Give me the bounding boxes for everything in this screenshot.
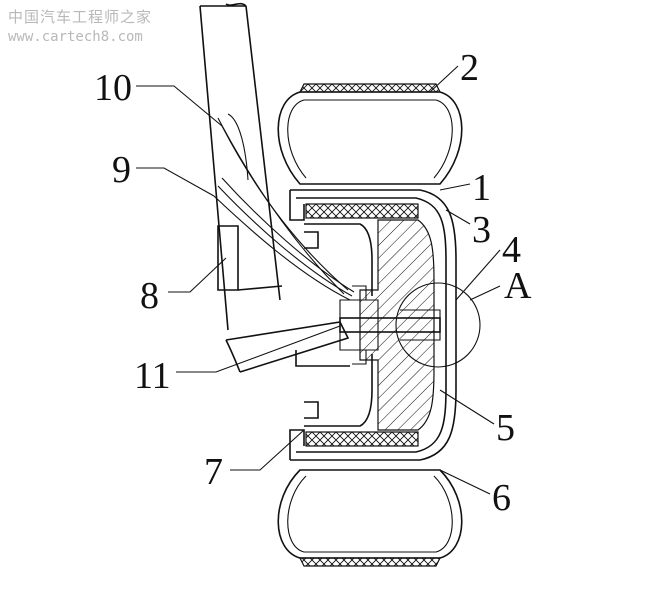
bracket-8: [217, 225, 283, 291]
tire-upper: [277, 83, 463, 185]
callout-8: 8: [140, 275, 159, 317]
callout-a: A: [504, 265, 532, 307]
callout-7: 7: [204, 451, 223, 493]
hub-body-5: [359, 219, 435, 431]
callout-labels: 2 1 3 4 A 5 6 7 8 9 10 11: [94, 47, 532, 519]
callout-11: 11: [134, 355, 171, 397]
callout-3: 3: [472, 209, 491, 251]
watermark-url: www.cartech8.com: [8, 29, 143, 45]
inner-housing: [304, 223, 379, 427]
detail-circle-a: [395, 282, 481, 368]
stator-winding: [305, 203, 419, 447]
callout-10: 10: [94, 67, 132, 109]
callout-9: 9: [112, 149, 131, 191]
callout-1: 1: [472, 167, 491, 209]
leader-lines: [136, 65, 501, 495]
cable-bundle: [213, 113, 355, 301]
lower-arm: [225, 321, 350, 373]
callout-6: 6: [492, 477, 511, 519]
rim: [289, 189, 457, 461]
watermark-site-name: 中国汽车工程师之家: [8, 8, 153, 26]
strut-arm: [199, 2, 281, 331]
callout-5: 5: [496, 407, 515, 449]
callout-2: 2: [460, 47, 479, 89]
axle: [339, 309, 441, 341]
tire-lower: [277, 469, 463, 567]
callout-4: 4: [502, 229, 521, 271]
